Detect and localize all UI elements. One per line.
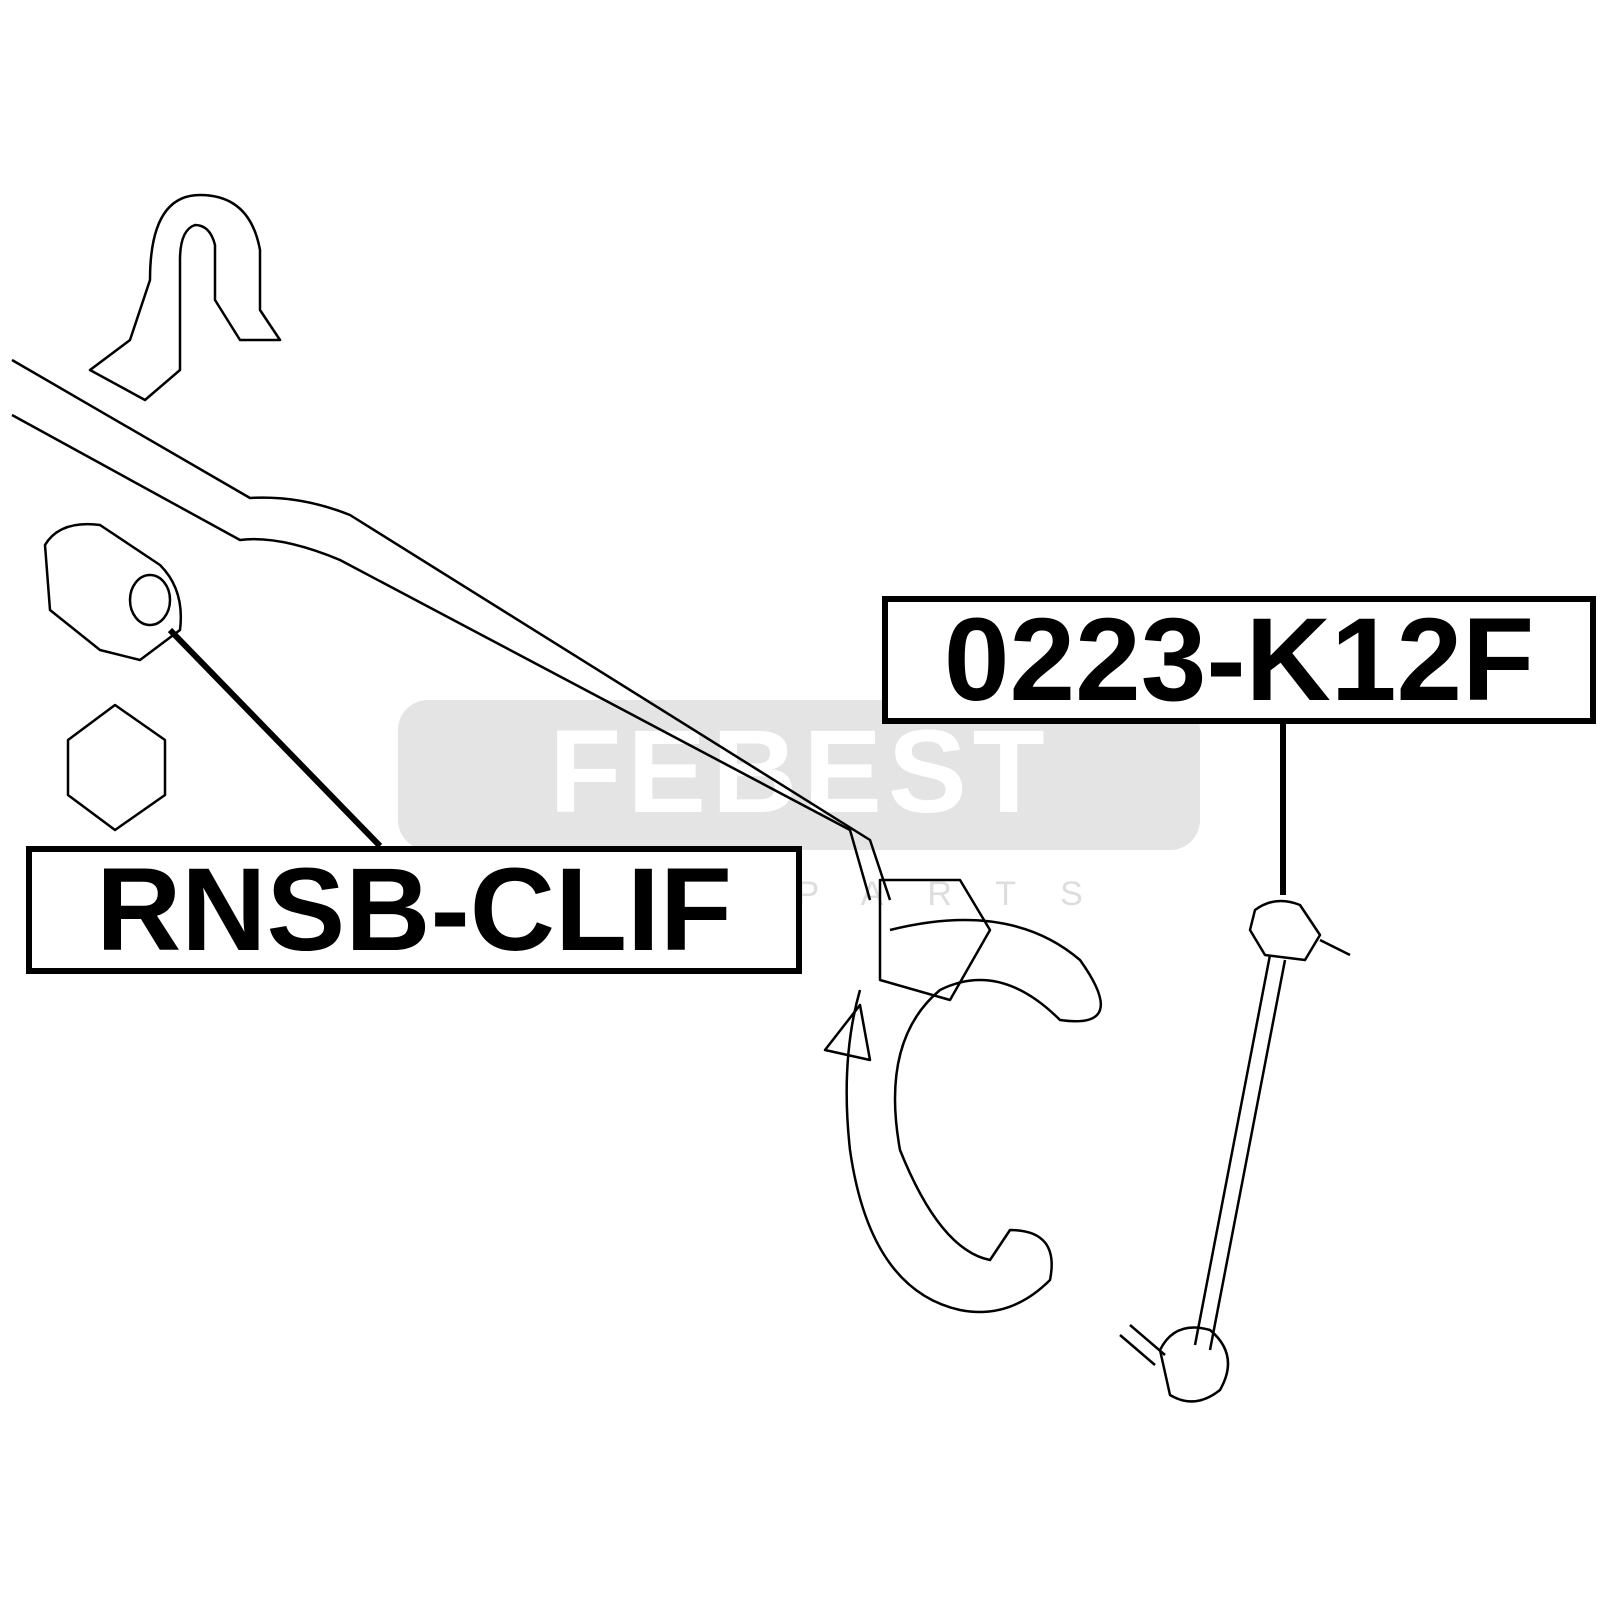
bushing-bore [128,573,172,627]
stabilizer-bar-upper [11,358,892,901]
arm-bracket [823,1003,872,1062]
rubber-bushing [43,523,182,662]
bar-bushing [878,878,992,1002]
link-lower-joint [1158,1326,1230,1403]
leader-line-rnsb [167,627,383,849]
stabilizer-bar-arm [845,918,1103,1314]
link-lower-stud [1119,1324,1166,1366]
bushing-bracket [88,193,282,402]
link-upper-joint [1248,899,1322,962]
link-rod [1193,954,1287,1351]
watermark-plate [398,700,1200,850]
stabilizer-bar-lower [11,413,872,901]
link-upper-stud [1319,938,1351,957]
watermark-brand: FEBEST [549,706,1051,838]
part-number: 0223-K12F [943,594,1535,726]
part-label-rnsb-clif: RNSB-CLIF [26,846,802,974]
part-label-0223-k12f: 0223-K12F [882,596,1596,724]
part-number: RNSB-CLIF [96,844,732,976]
bushing-small [66,703,167,832]
